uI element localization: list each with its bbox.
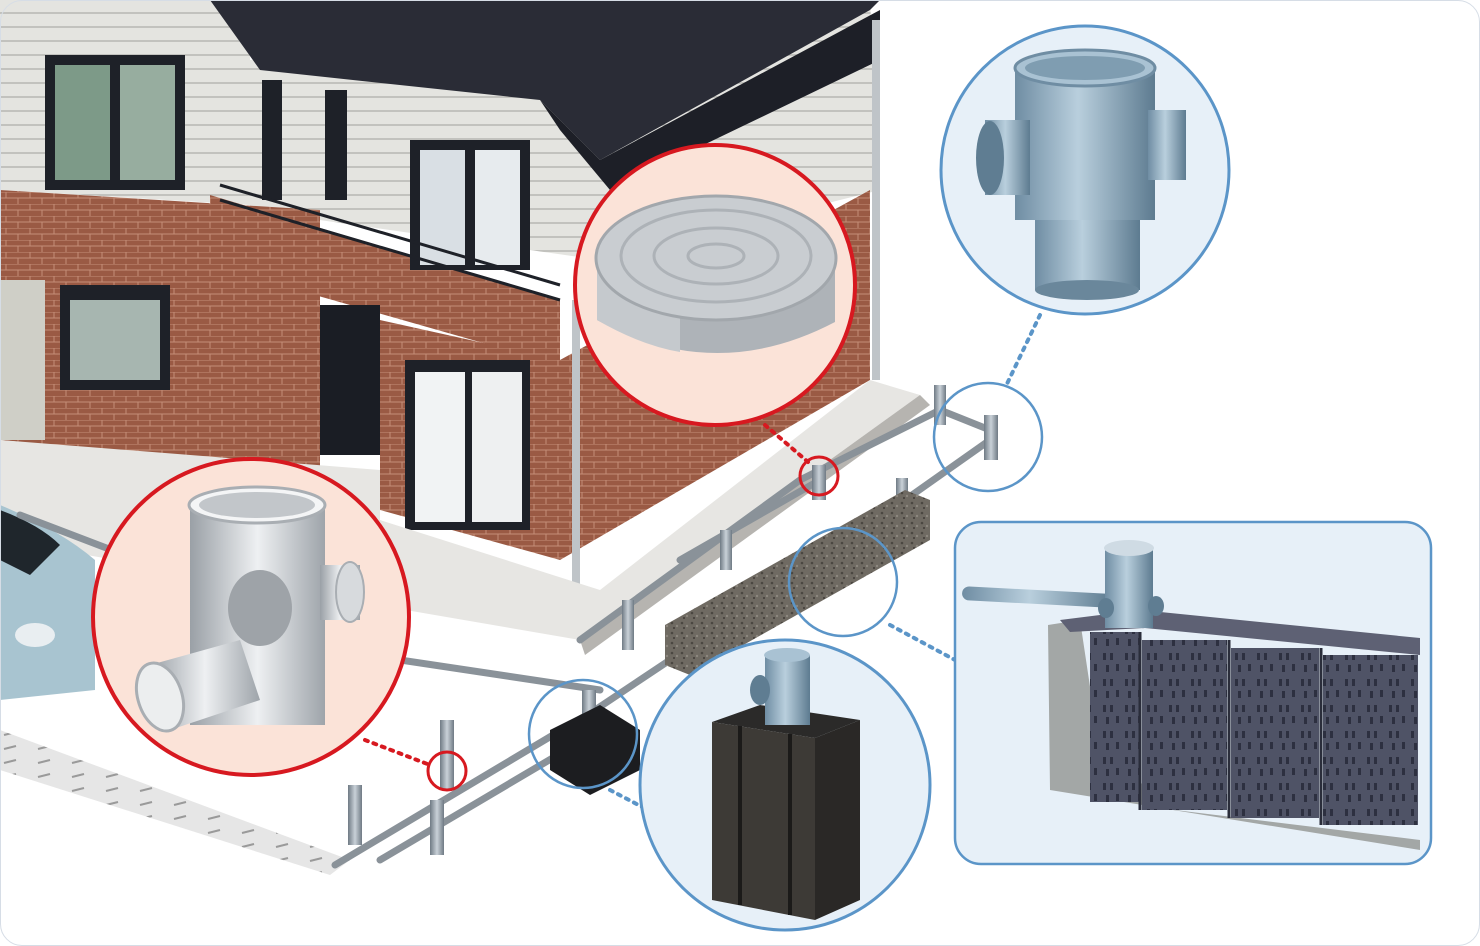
box-inlet-top [764, 648, 810, 662]
front-door [320, 305, 380, 455]
crate-module [1231, 648, 1319, 818]
window-glass [120, 65, 175, 180]
leader-line-tee [363, 738, 432, 767]
tank-riser-port [1098, 598, 1114, 618]
box-straps [738, 726, 792, 915]
fitting-right-port [1148, 110, 1186, 180]
callout-border [939, 24, 1231, 316]
drain-pipe [936, 406, 994, 434]
callout-infiltration-inlet-fitting [939, 24, 1231, 316]
fitting-lower-end [1035, 280, 1139, 300]
callout-inspection-chamber-tee [91, 457, 411, 777]
crate-module [1323, 655, 1418, 825]
box-inlet-port [750, 675, 770, 705]
tank-inspection-riser [1105, 548, 1153, 628]
callout-border [638, 638, 932, 932]
balcony-railing [219, 183, 561, 302]
fitting-left-port-end [976, 121, 1004, 195]
infiltration-trench [665, 490, 930, 675]
window [262, 80, 282, 200]
tank-inspection-lid [1104, 540, 1154, 556]
riser-pipe [720, 530, 732, 570]
downpipe [872, 20, 880, 380]
tee-side-branch-end [335, 561, 365, 623]
window-glass [475, 150, 520, 265]
curb-stones [0, 730, 350, 875]
riser-pipe [348, 785, 362, 845]
lid-pattern-ring [619, 208, 813, 304]
house-roof [210, 0, 880, 160]
tee-inlet-end [134, 661, 186, 733]
leader-line-trench [888, 623, 957, 662]
marker-trench-location [787, 526, 899, 638]
marker-inlet-location [932, 381, 1044, 493]
riser-pipe [430, 800, 444, 855]
tee-main-pipe-inner [199, 492, 315, 518]
marker-box-location [527, 678, 639, 790]
gate-pillar [0, 280, 45, 440]
window-glass [472, 372, 522, 522]
crate-module [1090, 632, 1140, 802]
fitting-main-body [1015, 70, 1155, 220]
box-inlet-fitting [765, 655, 810, 725]
callout-infiltration-box [638, 638, 932, 932]
window-glass [415, 372, 465, 522]
callout-inspection-chamber-lid [573, 143, 857, 427]
lid-pattern-center [686, 242, 746, 270]
riser-pipe [934, 385, 946, 425]
car-windshield [0, 510, 60, 575]
riser-pipe [440, 720, 454, 790]
fitting-top-inner [1025, 56, 1145, 80]
riser-pipe [812, 465, 826, 500]
marker-lid-location [798, 455, 840, 497]
panel-infiltration-tank [953, 520, 1433, 866]
riser-pipe [984, 415, 998, 460]
house-brick-balcony [210, 195, 560, 365]
window-glass [70, 300, 160, 380]
tank-riser-port [1148, 596, 1164, 616]
crate-module [1142, 640, 1227, 810]
box-front [712, 722, 815, 920]
tee-inner-valve [228, 570, 292, 646]
tank-inlet-pipe [962, 586, 1112, 608]
window-glass [55, 65, 110, 180]
car-headlight [15, 623, 55, 647]
crate-divider [1138, 632, 1323, 825]
callout-border [573, 143, 857, 427]
downpipe [572, 300, 580, 590]
chamber-lid [594, 194, 838, 322]
window-glass [420, 150, 465, 265]
box-side [815, 720, 860, 920]
drain-pipe [676, 476, 824, 564]
lid-pattern-ring [652, 226, 780, 286]
callout-border [91, 457, 411, 777]
leader-line-inlet [1003, 313, 1042, 390]
leader-lines [363, 313, 1042, 812]
leader-line-lid [763, 423, 810, 464]
infiltration-box-small [550, 705, 640, 795]
window [325, 90, 347, 200]
riser-pipe [622, 600, 634, 650]
marker-tee-location [426, 750, 468, 792]
